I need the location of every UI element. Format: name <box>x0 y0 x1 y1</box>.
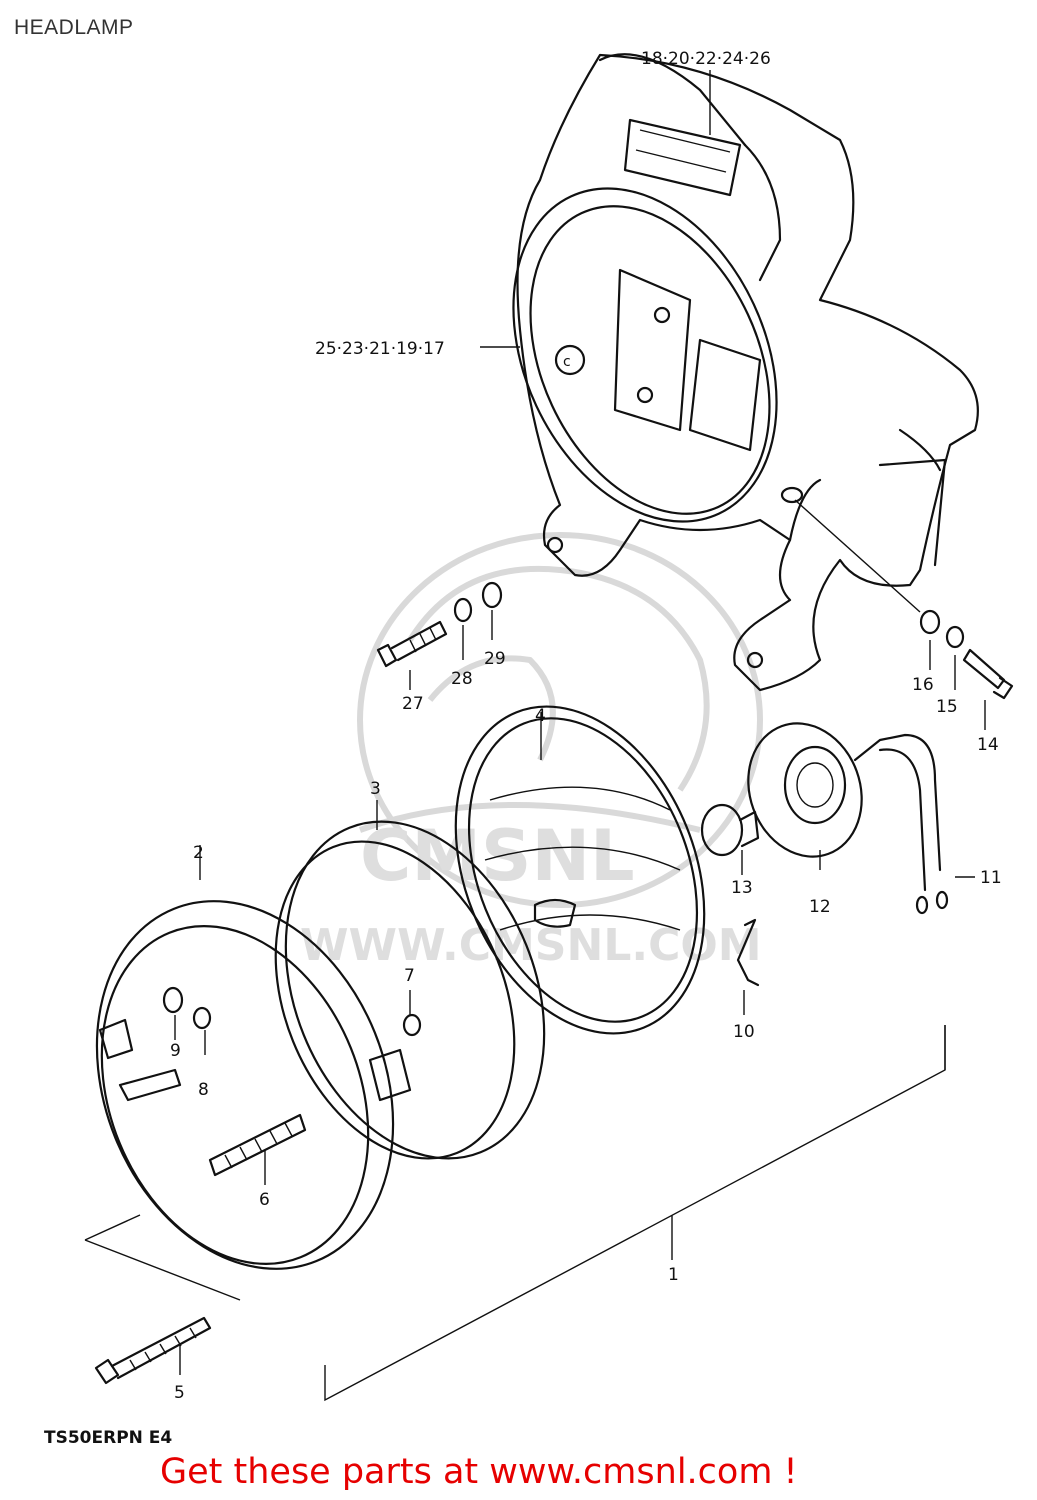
label-part-14: 14 <box>977 735 999 755</box>
svg-text:c: c <box>563 354 571 370</box>
label-part-27: 27 <box>402 694 424 714</box>
label-part-1: 1 <box>668 1265 679 1285</box>
side-bolt-and-washers <box>919 609 1014 730</box>
label-part-13: 13 <box>731 878 753 898</box>
label-housing-top: 18·20·22·24·26 <box>641 49 771 69</box>
label-part-11: 11 <box>980 868 1002 888</box>
label-part-7: 7 <box>404 966 415 986</box>
promo-banner-link[interactable]: Get these parts at www.cmsnl.com ! <box>160 1452 798 1492</box>
watermark-logo: CMSNL WWW.CMSNL.COM <box>300 532 763 971</box>
label-part-8: 8 <box>198 1080 209 1100</box>
label-part-16: 16 <box>912 675 934 695</box>
label-part-6: 6 <box>259 1190 270 1210</box>
label-part-3: 3 <box>370 779 381 799</box>
label-part-2: 2 <box>193 843 204 863</box>
mounting-bolt-and-washers <box>376 581 503 690</box>
bulb-socket-assembly <box>700 722 975 1015</box>
assembly-bracket-1 <box>324 1025 946 1402</box>
label-part-12: 12 <box>809 897 831 917</box>
model-code: TS50ERPN E4 <box>44 1428 173 1448</box>
label-housing-left: 25·23·21·19·17 <box>315 339 445 359</box>
headlamp-housing: c <box>512 53 979 692</box>
label-part-29: 29 <box>484 649 506 669</box>
label-part-9: 9 <box>170 1041 181 1061</box>
label-part-4: 4 <box>535 706 546 726</box>
label-part-15: 15 <box>936 697 958 717</box>
page-title: HEADLAMP <box>14 16 134 39</box>
label-part-10: 10 <box>733 1022 755 1042</box>
lens-rim <box>274 800 546 1160</box>
headlamp-outer-ring <box>84 845 395 1301</box>
label-part-5: 5 <box>174 1383 185 1403</box>
label-part-28: 28 <box>451 669 473 689</box>
rim-screw <box>94 1316 212 1385</box>
watermark-url: WWW.CMSNL.COM <box>300 920 762 971</box>
